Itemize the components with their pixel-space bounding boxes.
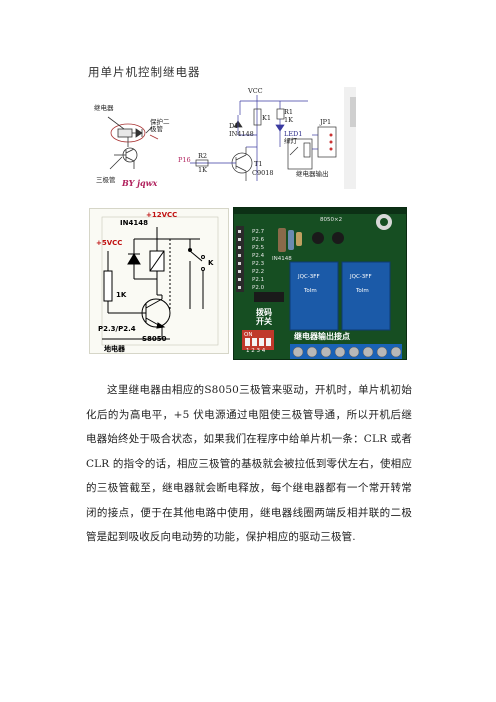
pin-p24: P2.4 xyxy=(252,253,265,259)
led-sub: 绿灯 xyxy=(284,137,297,145)
d1-value: IN4148 xyxy=(229,130,254,138)
relay-brand-1: Tolm xyxy=(304,288,317,294)
r2-value: 1K xyxy=(198,166,207,174)
relay-model-1: JQC-3FF xyxy=(298,274,320,280)
pin-p22: P2.2 xyxy=(252,269,265,275)
pin-p26: P2.6 xyxy=(252,237,265,243)
schematic-drawing xyxy=(107,87,356,189)
t1-label: T1 xyxy=(254,160,263,168)
relay-model-2: JQC-3FF xyxy=(350,274,372,280)
pin-p27: P2.7 xyxy=(252,229,265,235)
r2-label: R2 xyxy=(198,152,208,160)
page-title: 用单片机控制继电器 xyxy=(88,65,201,79)
port-label: P2.3/P2.4 xyxy=(98,325,136,333)
relay-brand-2: Tolm xyxy=(356,288,369,294)
12v-label: +12VCC xyxy=(146,211,178,219)
pin-p21: P2.1 xyxy=(252,277,265,283)
t1-value: C9018 xyxy=(252,169,274,177)
diode-label: 保护二 极管 xyxy=(150,118,170,133)
pin-p23: P2.3 xyxy=(252,261,265,267)
r1-value: 1K xyxy=(284,116,293,124)
relay-schematic-figure: 继电器 保护二 极管 三极管 VCC R1 1K LED1 绿灯 D1 IN41… xyxy=(90,87,356,189)
vcc-label: VCC xyxy=(248,87,263,95)
dip-switch-label: 拨码 开关 xyxy=(256,308,272,326)
diode-label: IN4148 xyxy=(272,256,292,262)
5v-label: +5VCC xyxy=(96,239,123,247)
r1-label: R1 xyxy=(284,108,294,116)
transistor-model-label: S8050 xyxy=(142,335,167,343)
diode-model-label: IN4148 xyxy=(120,219,148,227)
resistor-label: 1K xyxy=(116,291,127,299)
relay-label: 继电器 xyxy=(94,104,114,112)
dip-numbers: 1 2 3 4 xyxy=(246,348,266,354)
relay-board-photo: 8050×2 P2.7 P2.6 P2.5 P2.4 P2.3 P2.2 P2.… xyxy=(233,207,407,360)
byline: BY jqwx xyxy=(122,178,158,188)
transistor-label: 三极管 xyxy=(96,176,116,184)
pin-label: P16 xyxy=(178,156,191,164)
driver-schematic-drawing xyxy=(101,216,219,346)
d1-label: D1 xyxy=(229,122,239,130)
driver-schematic-figure: IN4148 +12VCC +5VCC K 1K P2.3/P2.4 S8050… xyxy=(89,208,229,354)
relay-output-label: 继电器输出接点 xyxy=(294,332,350,341)
pin-p25: P2.5 xyxy=(252,245,265,251)
contact-k-label: K xyxy=(208,259,214,267)
body-paragraph: 这里继电器由相应的S8050三极管来驱动，开机时，单片机初始化后的为高电平，+5… xyxy=(86,384,412,543)
jp1-label: JP1 xyxy=(320,118,332,126)
ground-label: 地电器 xyxy=(104,345,125,353)
pin-p20: P2.0 xyxy=(252,285,265,291)
k1-label: K1 xyxy=(262,114,271,122)
led-label: LED1 xyxy=(284,130,303,138)
board-label: 8050×2 xyxy=(320,217,343,223)
relay-output-label: 继电器输出 xyxy=(296,170,329,178)
dip-on-label: ON xyxy=(244,332,253,338)
board-photo-drawing xyxy=(234,208,406,359)
